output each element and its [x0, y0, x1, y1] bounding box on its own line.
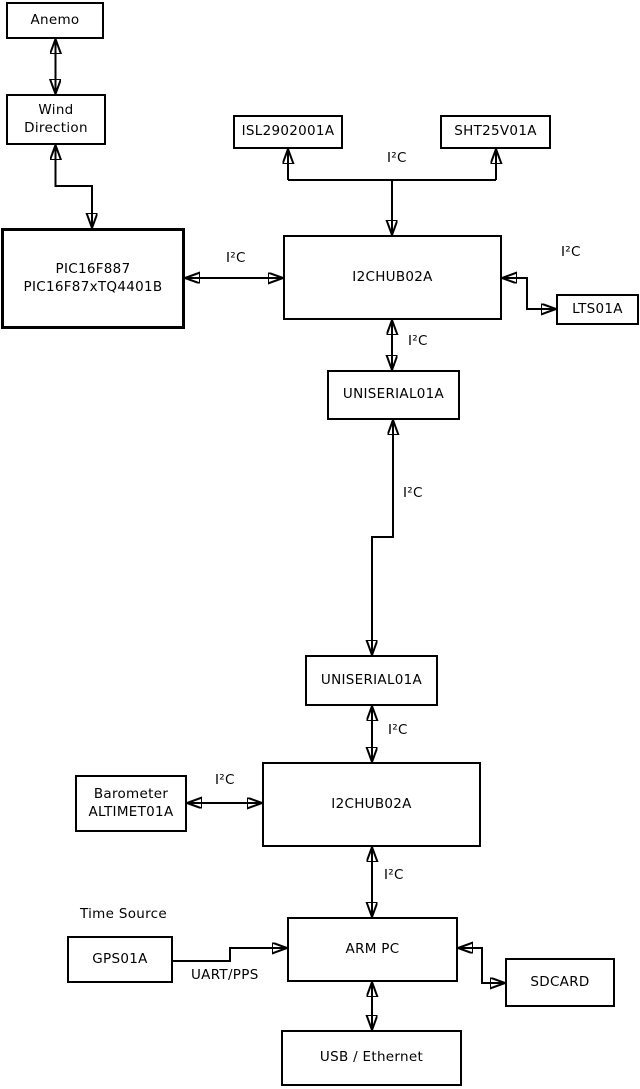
node-i2chub02a-top-label: I2CHUB02A	[352, 268, 433, 285]
label-i2c-hub1-lts: I²C	[561, 244, 581, 260]
node-gps01a-label: GPS01A	[92, 950, 148, 967]
node-uniserial01a-top: UNISERIAL01A	[327, 370, 460, 420]
node-usb-ethernet: USB / Ethernet	[281, 1030, 462, 1086]
label-i2c-barometer-hub2: I²C	[215, 772, 235, 788]
node-arm-pc: ARM PC	[287, 917, 458, 982]
node-barometer-altimet01a: Barometer ALTIMET01A	[75, 775, 187, 832]
node-anemo-label: Anemo	[30, 11, 80, 28]
label-uart-pps: UART/PPS	[191, 967, 259, 983]
node-isl2902001a: ISL2902001A	[233, 115, 343, 149]
node-sdcard: SDCARD	[505, 958, 615, 1007]
edge-armpc-sdcard	[459, 948, 504, 983]
label-i2c-hub2-armpc: I²C	[384, 867, 404, 883]
label-i2c-sensor-bus: I²C	[387, 150, 407, 166]
node-i2chub02a-bottom: I2CHUB02A	[262, 762, 481, 847]
edge-gps-armpc	[173, 948, 286, 962]
node-i2chub02a-bottom-label: I2CHUB02A	[331, 795, 412, 812]
node-sdcard-label: SDCARD	[530, 973, 590, 990]
node-arm-pc-label: ARM PC	[345, 940, 400, 957]
label-i2c-uniserial2-hub2: I²C	[388, 722, 408, 738]
label-i2c-pic-hub1: I²C	[226, 250, 246, 266]
node-anemo: Anemo	[6, 2, 104, 39]
node-barometer-altimet01a-label: Barometer ALTIMET01A	[88, 785, 174, 820]
node-sht25v01a-label: SHT25V01A	[454, 123, 537, 140]
node-pic16f887: PIC16F887 PIC16F87xTQ4401B	[1, 228, 185, 329]
node-uniserial01a-bottom-label: UNISERIAL01A	[320, 671, 423, 688]
label-time-source: Time Source	[80, 906, 167, 922]
node-sht25v01a: SHT25V01A	[440, 115, 551, 149]
label-i2c-hub1-uniserial1: I²C	[408, 333, 428, 349]
edge-hub1-lts	[503, 278, 555, 309]
edge-wind-pic	[56, 146, 93, 227]
node-i2chub02a-top: I2CHUB02A	[283, 235, 502, 320]
node-lts01a-label: LTS01A	[572, 300, 623, 317]
node-gps01a: GPS01A	[67, 936, 173, 983]
label-i2c-uniserial-link: I²C	[403, 485, 423, 501]
node-wind-direction: Wind Direction	[6, 94, 106, 145]
node-pic16f887-label: PIC16F887 PIC16F87xTQ4401B	[23, 260, 163, 295]
node-wind-direction-label: Wind Direction	[24, 101, 88, 136]
node-uniserial01a-top-label: UNISERIAL01A	[342, 386, 445, 403]
node-lts01a: LTS01A	[556, 294, 639, 325]
edge-uniserial1-uniserial2	[372, 421, 393, 654]
node-uniserial01a-bottom: UNISERIAL01A	[305, 655, 438, 706]
node-usb-ethernet-label: USB / Ethernet	[319, 1049, 424, 1066]
node-isl2902001a-label: ISL2902001A	[241, 123, 335, 140]
